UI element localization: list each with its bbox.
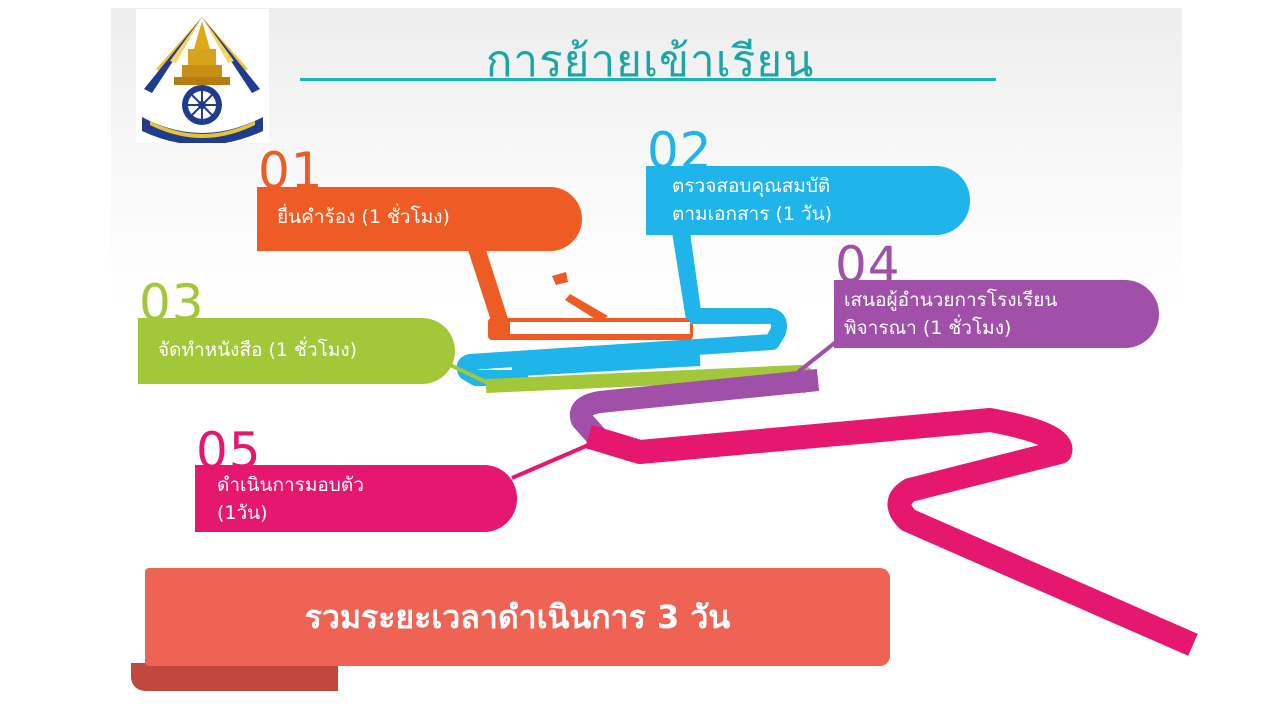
step-05-label-line2: (1วัน) bbox=[217, 502, 268, 524]
step-04-label-line2: พิจารณา (1 ชั่วโมง) bbox=[844, 317, 1012, 339]
logo-crown-icon bbox=[174, 21, 230, 85]
logo-wheel-icon bbox=[182, 85, 222, 125]
school-logo bbox=[136, 9, 269, 143]
total-banner-fold bbox=[131, 663, 338, 691]
step-03-box: จัดทำหนังสือ (1 ชั่วโมง) bbox=[138, 318, 455, 384]
step-02-label-line1: ตรวจสอบคุณสมบัติ bbox=[672, 175, 831, 197]
step-05-box: ดำเนินการมอบตัว (1วัน) bbox=[195, 465, 517, 532]
step-04-label-line1: เสนอผู้อำนวยการโรงเรียน bbox=[844, 289, 1058, 311]
step-01-box: ยื่นคำร้อง (1 ชั่วโมง) bbox=[257, 187, 582, 251]
total-duration-banner: รวมระยะเวลาดำเนินการ 3 วัน bbox=[145, 568, 890, 666]
step-02-label-line2: ตามเอกสาร (1 วัน) bbox=[672, 203, 833, 225]
step-02-box: ตรวจสอบคุณสมบัติ ตามเอกสาร (1 วัน) bbox=[646, 166, 970, 235]
step-01-label: ยื่นคำร้อง (1 ชั่วโมง) bbox=[277, 206, 450, 228]
step-03-label: จัดทำหนังสือ (1 ชั่วโมง) bbox=[158, 339, 358, 361]
step-05-label-line1: ดำเนินการมอบตัว bbox=[217, 474, 364, 496]
total-duration-text: รวมระยะเวลาดำเนินการ 3 วัน bbox=[304, 597, 731, 636]
logo-rays-icon bbox=[144, 17, 260, 93]
page-title: การย้ายเข้าเรียน bbox=[485, 36, 815, 87]
step-04-box: เสนอผู้อำนวยการโรงเรียน พิจารณา (1 ชั่วโ… bbox=[834, 280, 1159, 348]
logo-banner-icon bbox=[142, 117, 263, 143]
title-underline bbox=[300, 78, 996, 81]
